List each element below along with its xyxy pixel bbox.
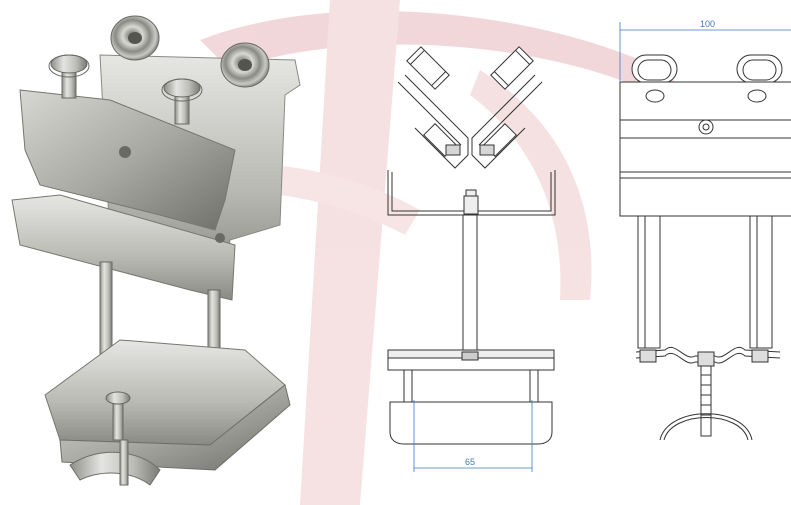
front-section-view bbox=[387, 46, 556, 445]
photo-view bbox=[11, 15, 301, 486]
dimension-100-label: 100 bbox=[700, 19, 715, 29]
dimension-65-label: 65 bbox=[465, 457, 475, 467]
dimension-65 bbox=[413, 400, 533, 472]
dimension-100 bbox=[619, 22, 791, 82]
side-view bbox=[619, 54, 791, 441]
